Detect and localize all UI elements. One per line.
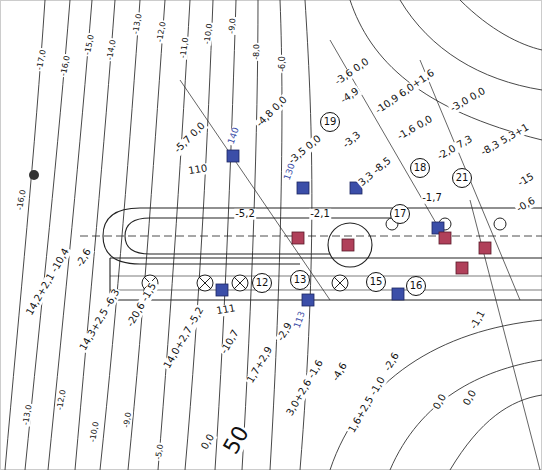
pile-number: 12 bbox=[256, 278, 269, 288]
pile-symbols bbox=[142, 218, 506, 291]
depth-label: -2,1 bbox=[309, 209, 331, 220]
pile-number: 13 bbox=[294, 275, 307, 285]
contour-label: -9,0 bbox=[228, 17, 238, 35]
survey-point bbox=[29, 170, 39, 180]
depth-label: -5,2 bbox=[234, 209, 256, 220]
contour-label: -8,0 bbox=[252, 43, 261, 61]
survey-lines bbox=[180, 40, 540, 470]
pile-number: 18 bbox=[414, 163, 427, 173]
pile-number: 19 bbox=[324, 117, 337, 127]
contour-label: -6,0 bbox=[279, 55, 287, 73]
pile-number: 21 bbox=[456, 173, 469, 183]
contour-lines bbox=[5, 0, 542, 470]
red-markers bbox=[292, 232, 491, 274]
pile-number: 15 bbox=[370, 277, 383, 287]
pile-number: 17 bbox=[394, 209, 407, 219]
depth-label: -1,7 bbox=[421, 193, 443, 204]
blue-markers bbox=[216, 150, 444, 306]
pile-number: 16 bbox=[410, 281, 423, 291]
